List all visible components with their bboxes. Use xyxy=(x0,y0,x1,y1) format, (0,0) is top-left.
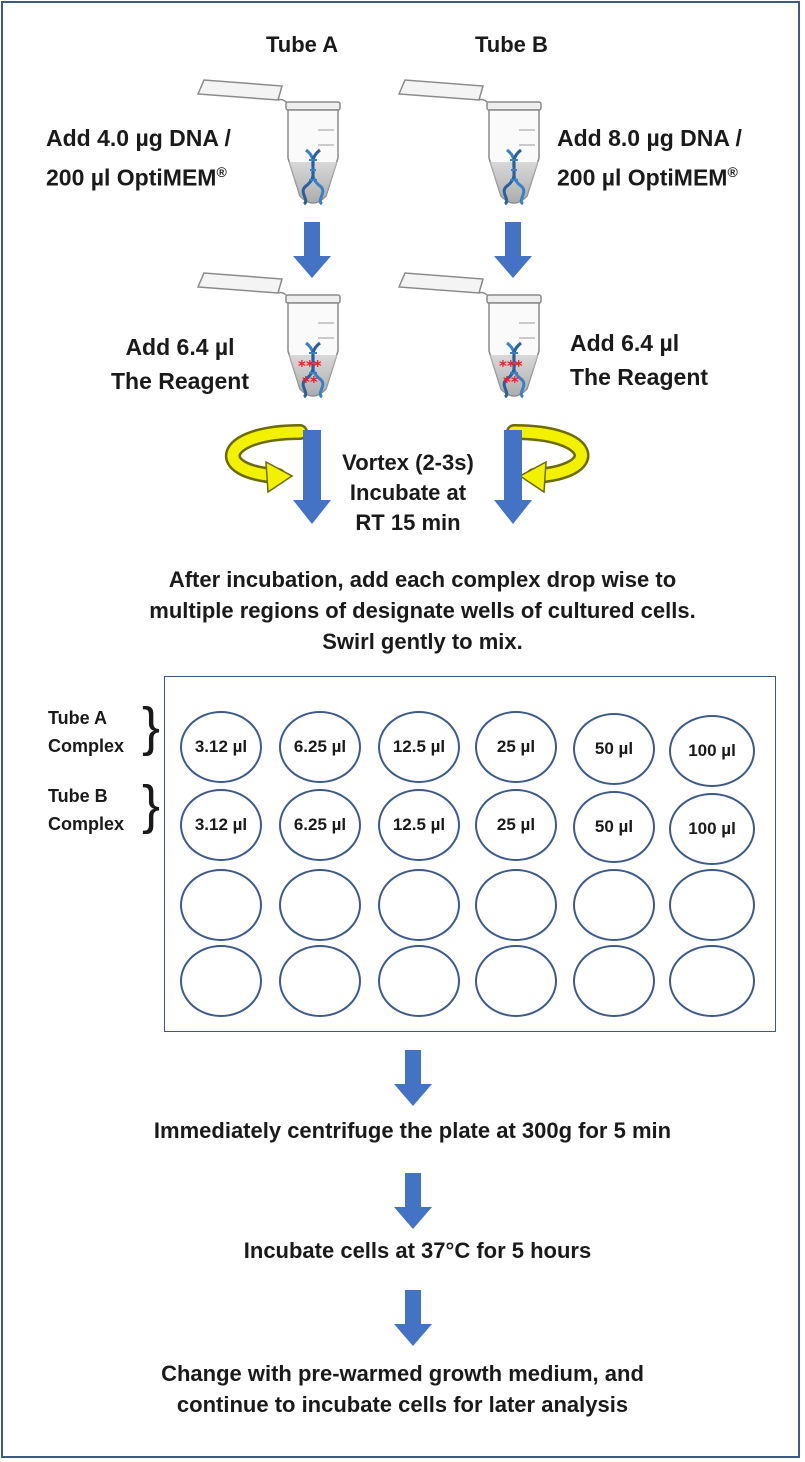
well-a5: 50 µl xyxy=(573,713,655,785)
vortex-arrow-left-icon xyxy=(293,430,331,524)
well-a4: 25 µl xyxy=(475,711,557,783)
row-a-label: Tube A Complex xyxy=(48,708,125,756)
tube-b-dna-icon xyxy=(398,79,542,206)
incubate-step: Incubate cells at 37°C for 5 hours xyxy=(243,1238,592,1263)
well-empty xyxy=(573,869,655,941)
well-empty xyxy=(180,869,262,941)
tube-b-title: Tube B xyxy=(475,32,548,57)
well-b3: 12.5 µl xyxy=(378,789,460,861)
tube-a-dna-instruction: Add 4.0 µg DNA / 200 µl OptiMEM® xyxy=(46,125,231,191)
after-incubation-instruction: After incubation, add each complex drop … xyxy=(149,567,696,654)
row-b-label: Tube B Complex xyxy=(48,786,125,834)
well-b1: 3.12 µl xyxy=(180,789,262,861)
tube-b-reagent-icon xyxy=(398,272,542,399)
well-b5: 50 µl xyxy=(573,791,655,863)
well-empty xyxy=(378,869,460,941)
centrifuge-step: Immediately centrifuge the plate at 300g… xyxy=(153,1118,672,1143)
well-empty xyxy=(180,945,262,1017)
well-b2: 6.25 µl xyxy=(279,789,361,861)
down-arrow-icon xyxy=(293,222,331,278)
brace-icon: } xyxy=(142,697,161,757)
well-empty xyxy=(475,869,557,941)
well-a2: 6.25 µl xyxy=(279,711,361,783)
well-a6: 100 µl xyxy=(669,715,755,787)
change-medium-step: Change with pre-warmed growth medium, an… xyxy=(161,1361,644,1417)
down-arrow-icon xyxy=(494,222,532,278)
brace-icon: } xyxy=(142,775,161,835)
tube-a-title: Tube A xyxy=(266,32,339,57)
well-b6: 100 µl xyxy=(669,793,755,865)
well-empty xyxy=(669,869,755,941)
vortex-arrow-right-icon xyxy=(494,430,532,524)
well-a3: 12.5 µl xyxy=(378,711,460,783)
well-empty xyxy=(573,945,655,1017)
tube-b-reagent-instruction: Add 6.4 µl The Reagent xyxy=(570,330,709,390)
well-a1: 3.12 µl xyxy=(180,711,262,783)
well-plate: 3.12 µl 6.25 µl 12.5 µl 25 µl 50 µl 100 … xyxy=(164,676,776,1032)
well-empty xyxy=(669,945,755,1017)
well-empty xyxy=(279,945,361,1017)
tube-b-dna-instruction: Add 8.0 µg DNA / 200 µl OptiMEM® xyxy=(557,125,742,191)
well-empty xyxy=(279,869,361,941)
well-b4: 25 µl xyxy=(475,789,557,861)
well-empty xyxy=(378,945,460,1017)
vortex-instruction: Vortex (2-3s) Incubate at RT 15 min xyxy=(342,450,474,535)
down-arrow-icon xyxy=(394,1173,432,1229)
down-arrow-icon xyxy=(394,1290,432,1346)
vortex-curl-right-icon xyxy=(506,424,590,494)
tube-a-reagent-instruction: Add 6.4 µl The Reagent xyxy=(110,334,250,394)
well-empty xyxy=(475,945,557,1017)
vortex-curl-left-icon xyxy=(224,424,308,494)
down-arrow-icon xyxy=(394,1050,432,1106)
